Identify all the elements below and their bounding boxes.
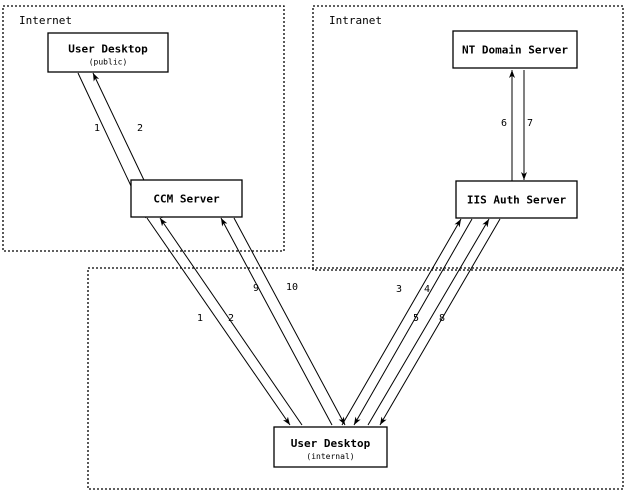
node-subtitle-user-desktop-internal: (internal) [306,452,354,461]
edge-label-e9: 5 [413,313,419,324]
zone-label-intranet: Intranet [329,14,382,27]
flow-line-e4 [159,217,303,426]
edge-labels-layer: 1 2 1 2 9 10 3 4 5 8 6 7 [94,118,533,324]
edge-label-e2: 2 [137,123,143,134]
edge-label-e7: 3 [396,284,402,295]
node-box-user-desktop-internal[interactable] [273,426,388,468]
zone-boundary-internal [87,267,624,490]
flow-edge-e8 [353,218,473,426]
node-subtitle-user-desktop-public: (public) [89,58,128,67]
flow-edge-e7 [341,218,462,426]
flow-edge-e6 [233,217,346,426]
node-iis-auth-server[interactable]: IIS Auth Server [455,180,578,219]
zones-layer: Internet Intranet [2,5,624,490]
flow-line-e3 [146,217,291,426]
node-box-nt-domain-server[interactable] [452,30,578,69]
node-box-ccm-server[interactable] [130,179,243,218]
flow-edge-e10 [379,218,501,426]
flow-edge-e9 [367,218,490,426]
edge-label-e5: 9 [253,283,259,294]
node-user-desktop-internal[interactable]: User Desktop (internal) [273,426,388,468]
node-title-ccm-server: CCM Server [153,193,220,206]
node-title-iis-auth-server: IIS Auth Server [467,194,567,207]
zone-label-internet: Internet [19,14,72,27]
zone-boundary-internet [2,5,285,252]
edge-label-e11: 6 [501,118,507,129]
flow-line-e6 [233,217,346,426]
node-box-user-desktop-public[interactable] [47,32,169,73]
edges-layer [77,70,527,426]
edge-label-e3: 1 [197,313,203,324]
edge-label-e4: 2 [228,313,234,324]
flow-line-e9 [367,218,490,426]
edge-label-e12: 7 [527,118,533,129]
flow-line-e5 [220,217,333,426]
node-user-desktop-public[interactable]: User Desktop (public) [47,32,169,73]
node-title-nt-domain-server: NT Domain Server [462,44,568,57]
node-box-iis-auth-server[interactable] [455,180,578,219]
flow-edge-e4 [159,217,303,426]
edge-label-e1: 1 [94,123,100,134]
zone-boundary-intranet [312,5,624,271]
nodes-layer: User Desktop (public) CCM Server NT Domain … [47,30,578,468]
flow-edge-e5 [220,217,333,426]
flow-line-e7 [341,218,462,426]
flow-line-e10 [379,218,501,426]
node-title-user-desktop-public: User Desktop [68,43,148,56]
flow-line-e8 [353,218,473,426]
edge-label-e6: 10 [286,282,298,293]
node-ccm-server[interactable]: CCM Server [130,179,243,218]
edge-label-e8: 4 [424,284,430,295]
node-nt-domain-server[interactable]: NT Domain Server [452,30,578,69]
edge-label-e10: 8 [439,313,445,324]
node-title-user-desktop-internal: User Desktop [291,437,371,450]
flow-edge-e3 [146,217,291,426]
